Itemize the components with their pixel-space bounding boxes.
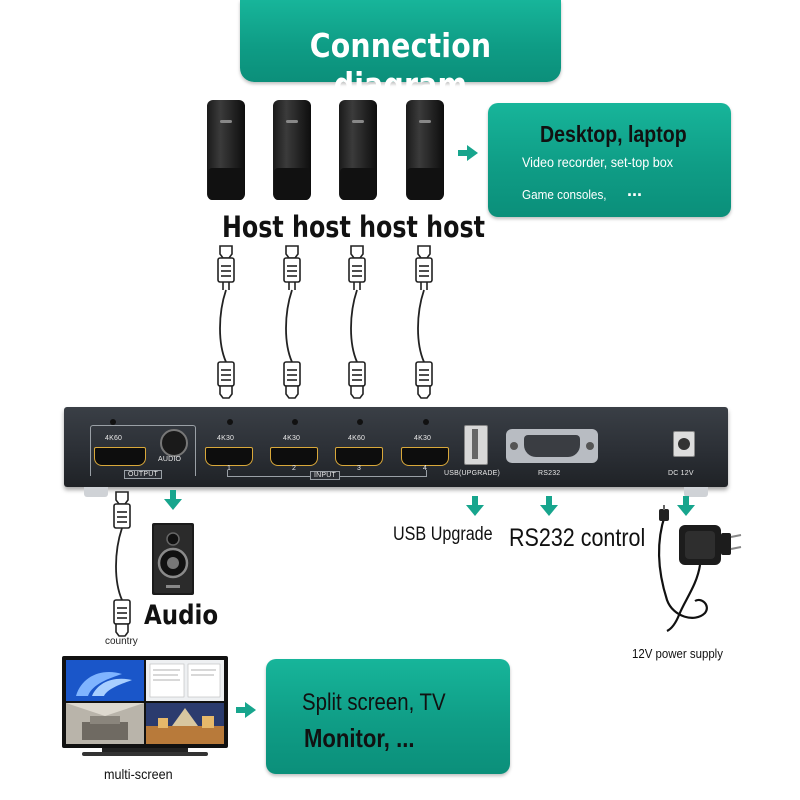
arrow-down-icon	[540, 496, 558, 516]
hdmi-input-port-4[interactable]	[401, 447, 449, 466]
desktop-line-2: Video recorder, set-top box	[522, 154, 674, 170]
input-led-3	[357, 419, 363, 425]
input-num-3: 3	[357, 465, 362, 472]
input-cable-3	[348, 245, 366, 399]
screen-quadrant-4	[146, 703, 224, 744]
split-line-2: Monitor, ...	[304, 723, 415, 753]
arrow-down-icon	[164, 490, 182, 510]
host-dongles	[207, 100, 444, 200]
host-label: Host host host host	[222, 210, 485, 244]
input-cable-1	[217, 245, 235, 399]
screen-quadrant-3	[66, 703, 144, 744]
rs232-port-label: RS232	[538, 470, 561, 477]
hdmi-multiviewer-device: 4K60 OUTPUT AUDIO 4K30 1 4K30 2 4K60 3 4…	[64, 407, 728, 497]
title-banner: Connection diagram	[240, 0, 561, 104]
hdmi-input-port-3[interactable]	[335, 447, 383, 466]
hdmi-input-port-1[interactable]	[205, 447, 253, 466]
arrow-right-icon	[458, 145, 478, 161]
host-dongle-2	[273, 100, 311, 200]
arrow-down-icon	[677, 496, 695, 516]
source-devices-box: Desktop, laptop Video recorder, set-top …	[488, 103, 731, 217]
host-dongle-1	[207, 100, 245, 200]
arrow-right-icon	[236, 702, 256, 718]
power-supply-label: 12V power supply	[632, 646, 723, 661]
desktop-line-1: Desktop, laptop	[540, 121, 687, 147]
multi-screen-label: multi-screen	[104, 766, 173, 782]
rs232-control-label: RS232 control	[509, 524, 646, 552]
hdmi-output-port[interactable]	[94, 447, 146, 466]
screen-quadrant-2	[146, 660, 224, 701]
input-cables	[217, 245, 433, 399]
input-num-4: 4	[423, 465, 428, 472]
input-led-4	[423, 419, 429, 425]
host-dongle-4	[406, 100, 444, 200]
power-adapter-icon	[657, 505, 742, 632]
output-group-bracket	[90, 425, 196, 476]
audio-port-label: AUDIO	[158, 456, 182, 463]
output-res-label: 4K60	[105, 435, 123, 442]
audio-jack-port[interactable]	[160, 429, 188, 457]
input-num-1: 1	[227, 465, 232, 472]
input-num-2: 2	[292, 465, 297, 472]
usb-port-label: USB(UPGRADE)	[444, 470, 501, 477]
input-cable-2	[283, 245, 301, 399]
page-title: Connection diagram	[309, 26, 492, 104]
usb-upgrade-label: USB Upgrade	[393, 524, 493, 545]
input-res-label-1: 4K30	[217, 435, 235, 442]
input-res-label-2: 4K30	[283, 435, 301, 442]
desktop-ellipsis: ...	[627, 180, 643, 200]
usb-upgrade-port[interactable]	[464, 425, 488, 465]
desktop-line-3: Game consoles,	[522, 187, 607, 202]
input-label: INPUT	[310, 471, 340, 480]
input-led-1	[227, 419, 233, 425]
output-label: OUTPUT	[124, 470, 162, 479]
input-res-label-4: 4K30	[414, 435, 432, 442]
display-targets-box: Split screen, TV Monitor, ...	[266, 659, 510, 774]
country-label: country	[105, 636, 138, 647]
device-foot	[84, 487, 108, 497]
speaker-icon	[152, 523, 194, 595]
arrow-down-icon	[466, 496, 484, 516]
rs232-port[interactable]	[506, 429, 598, 463]
audio-label: Audio	[144, 600, 219, 631]
dc-power-port[interactable]	[673, 431, 695, 457]
screen-quadrant-1	[66, 660, 144, 701]
output-cable	[113, 491, 131, 637]
input-led-2	[292, 419, 298, 425]
hdmi-input-port-2[interactable]	[270, 447, 318, 466]
input-cable-4	[415, 245, 433, 399]
host-dongle-3	[339, 100, 377, 200]
output-led	[110, 419, 116, 425]
device-foot	[684, 487, 708, 497]
multi-screen-monitor	[62, 656, 228, 756]
dc-port-label: DC 12V	[668, 470, 694, 477]
split-line-1: Split screen, TV	[302, 689, 446, 716]
input-res-label-3: 4K60	[348, 435, 366, 442]
